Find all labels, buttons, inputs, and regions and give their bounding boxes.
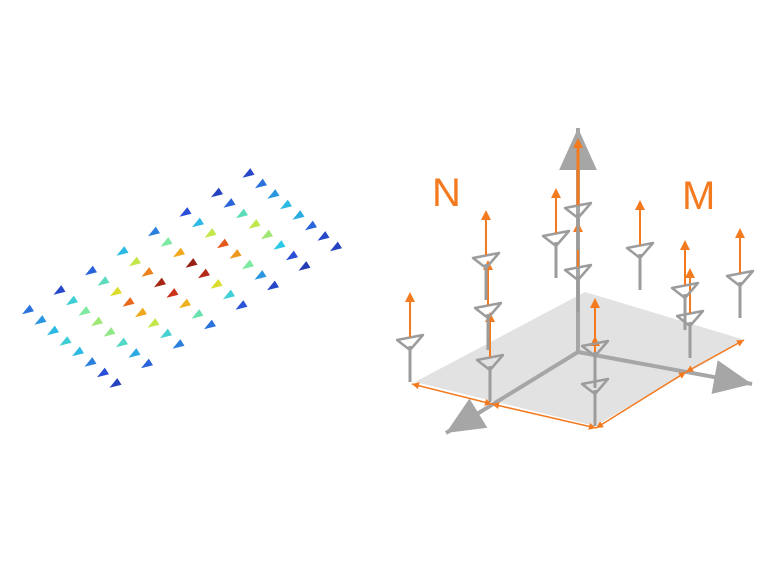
antenna-element — [471, 210, 501, 300]
spacing-line — [595, 371, 687, 429]
array-element-marker — [160, 237, 173, 247]
antenna-element — [725, 228, 755, 318]
array-element-marker — [267, 189, 280, 199]
array-element-marker — [109, 378, 122, 388]
array-element-marker — [172, 339, 185, 349]
array-element-marker — [160, 328, 172, 339]
array-element-marker — [242, 168, 255, 178]
ground-plane — [415, 292, 745, 426]
array-element-marker — [135, 307, 147, 318]
array-element-marker — [91, 316, 103, 327]
element-spacing-arrows — [411, 339, 745, 430]
array-element-marker — [185, 258, 198, 268]
array-geometry-diagram: N M — [395, 128, 755, 435]
array-element-marker — [103, 327, 116, 337]
axis-arrowhead — [711, 360, 752, 394]
array-element-marker — [211, 187, 223, 198]
array-element-marker — [84, 357, 97, 367]
array-element-marker — [129, 256, 141, 267]
array-element-marker — [286, 250, 298, 261]
array-element-marker — [34, 315, 47, 325]
spacing-line — [685, 339, 745, 373]
array-element-marker — [147, 318, 160, 328]
spacing-arrowhead — [596, 421, 604, 428]
array-element-marker — [78, 306, 91, 316]
label-m: M — [682, 174, 715, 218]
array-element-marker — [53, 285, 66, 295]
array-element-marker — [210, 279, 223, 289]
array-element-marker — [85, 265, 97, 276]
array-element-marker — [179, 207, 192, 217]
array-element-marker — [154, 277, 166, 288]
array-element-marker — [229, 249, 242, 259]
spacing-arrowhead — [492, 402, 500, 409]
antenna-element — [625, 200, 655, 290]
array-element-marker — [116, 337, 128, 348]
array-element-marker — [204, 228, 217, 238]
array-element-marker — [330, 241, 342, 252]
array-element-marker — [72, 346, 84, 357]
array-element-marker — [242, 259, 254, 270]
array-element-marker — [267, 280, 279, 291]
spacing-line — [411, 383, 493, 405]
antenna-element — [670, 240, 700, 330]
array-element-marker — [179, 298, 191, 309]
array-element-marker — [141, 267, 154, 277]
antenna-element — [395, 292, 425, 382]
array-element-marker — [273, 240, 286, 250]
array-element-marker — [317, 231, 330, 241]
array-element-marker — [97, 276, 110, 286]
spacing-line — [491, 403, 597, 429]
array-element-marker — [66, 295, 78, 306]
array-element-marker — [254, 270, 267, 280]
array-element-marker — [116, 246, 129, 256]
array-element-marker — [255, 178, 267, 189]
array-element-marker — [22, 304, 34, 315]
array-element-marker — [235, 300, 248, 310]
label-n: N — [432, 171, 461, 215]
antenna-element — [473, 260, 503, 350]
array-element-marker — [141, 358, 153, 369]
antenna-element — [580, 298, 610, 388]
array-element-marker — [223, 289, 235, 300]
spacing-arrowhead — [678, 372, 686, 379]
planar-array-heatmap — [22, 168, 342, 388]
array-element-marker — [192, 217, 204, 228]
array-element-marker — [110, 286, 122, 297]
array-element-marker — [236, 208, 248, 219]
array-element-marker — [148, 226, 160, 237]
array-element-marker — [298, 261, 311, 271]
array-element-marker — [198, 268, 210, 279]
array-element-marker — [280, 199, 292, 210]
axis-arrowhead — [446, 398, 488, 433]
array-element-marker — [248, 219, 261, 229]
array-element-marker — [97, 367, 109, 378]
spacing-arrowhead — [736, 340, 744, 347]
array-element-marker — [191, 309, 204, 319]
array-element-marker — [223, 198, 236, 208]
array-element-marker — [204, 319, 216, 330]
array-element-marker — [217, 238, 229, 249]
spacing-arrowhead — [484, 398, 492, 406]
array-element-marker — [47, 325, 59, 336]
spacing-arrowhead — [412, 382, 420, 390]
array-element-marker — [173, 247, 185, 258]
array-element-marker — [292, 210, 305, 220]
array-element-marker — [261, 229, 273, 240]
array-element-marker — [166, 288, 179, 298]
antenna-element — [541, 188, 571, 278]
spacing-arrowhead — [588, 423, 596, 430]
antenna-element — [563, 138, 593, 250]
array-element-marker — [122, 297, 135, 307]
array-element-marker — [59, 336, 72, 346]
spacing-arrowhead — [686, 365, 694, 372]
array-element-marker — [128, 348, 141, 358]
antenna-elements — [395, 138, 755, 426]
array-element-marker — [305, 220, 317, 231]
